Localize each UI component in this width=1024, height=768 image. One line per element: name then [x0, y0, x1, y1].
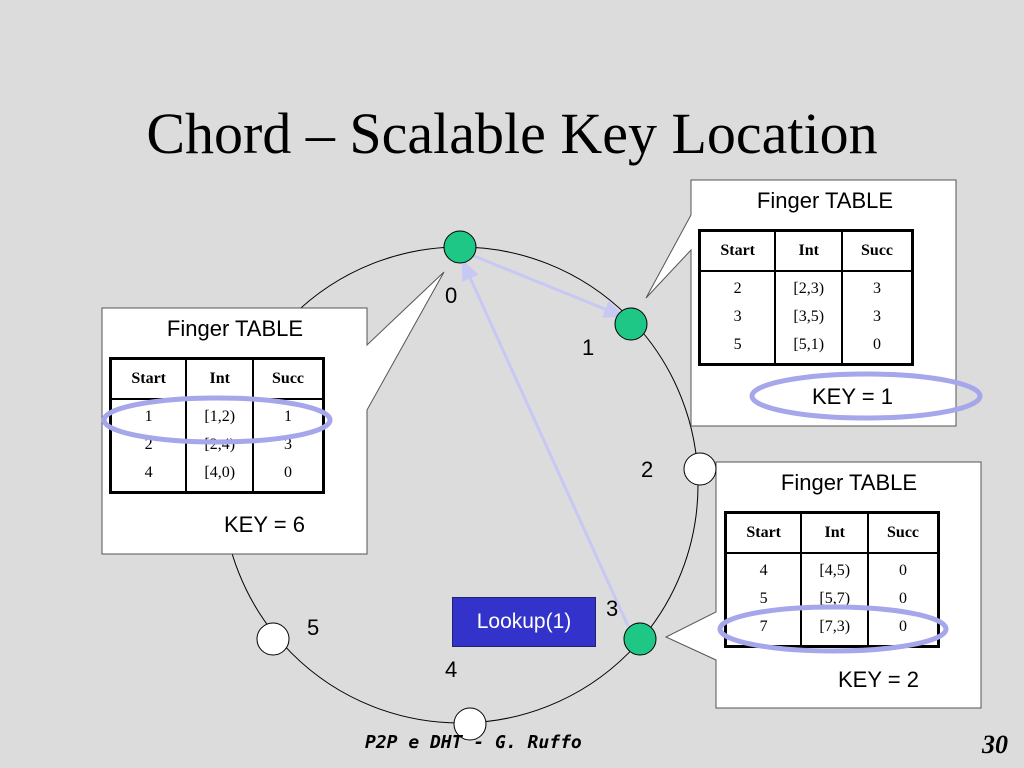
footer-text: P2P e DHT - G. Ruffo — [365, 732, 582, 753]
start-column: 1 2 4 — [144, 408, 153, 482]
col-header-start: Start — [699, 230, 776, 272]
key-label-node-1: KEY = 1 — [812, 384, 893, 409]
finger-table-node-3: Start Int Succ 4 5 7 [4,5) [5,7) [7,3) 0… — [724, 511, 940, 648]
col-header-succ: Succ — [867, 512, 939, 554]
slide-title: Chord – Scalable Key Location — [146, 101, 878, 166]
node-1 — [614, 307, 648, 341]
col-header-succ: Succ — [841, 230, 913, 272]
ring-label-0: 0 — [445, 283, 457, 308]
finger-table-title-node-3: Finger TABLE — [780, 470, 918, 495]
ring-label-5: 5 — [307, 615, 319, 640]
succ-column: 1 3 0 — [252, 398, 324, 493]
finger-table-title-node-1: Finger TABLE — [756, 188, 894, 213]
finger-table-node-0: Start Int Succ 1 2 4 [1,2) [2,4) [4,0) 1… — [109, 357, 325, 494]
col-header-int: Int — [800, 512, 869, 554]
ring-label-2: 2 — [641, 457, 653, 482]
int-column: [4,5) [5,7) [7,3) — [800, 552, 869, 647]
node-3 — [623, 622, 657, 656]
finger-table-title-node-0: Finger TABLE — [166, 316, 304, 341]
lookup-arrow-0-to-1 — [468, 252, 625, 318]
col-header-start: Start — [725, 512, 802, 554]
ring-label-1: 1 — [582, 335, 594, 360]
finger-table-node-1: Start Int Succ 2 3 5 [2,3) [3,5) [5,1) 3… — [698, 229, 914, 366]
page-number: 30 — [982, 730, 1008, 759]
node-5 — [256, 622, 290, 656]
succ-column: 0 0 0 — [867, 552, 939, 647]
succ-column: 3 3 0 — [841, 270, 913, 365]
node-4 — [453, 707, 487, 741]
start-column: 2 3 5 — [733, 280, 742, 354]
lookup-arrow-3-to-0 — [461, 259, 630, 627]
start-column: 4 5 7 — [759, 562, 768, 636]
int-column: [2,3) [3,5) [5,1) — [774, 270, 843, 365]
col-header-succ: Succ — [252, 358, 324, 400]
col-header-int: Int — [774, 230, 843, 272]
int-column: [1,2) [2,4) [4,0) — [185, 398, 254, 493]
node-2 — [683, 452, 717, 486]
lookup-button[interactable]: Lookup(1) — [452, 597, 596, 647]
col-header-start: Start — [110, 358, 187, 400]
node-0 — [443, 230, 477, 264]
ring-label-4: 4 — [445, 657, 457, 682]
key-label-node-0: KEY = 6 — [224, 512, 305, 537]
ring-label-3: 3 — [606, 596, 618, 621]
col-header-int: Int — [185, 358, 254, 400]
key-label-node-3: KEY = 2 — [838, 667, 919, 692]
